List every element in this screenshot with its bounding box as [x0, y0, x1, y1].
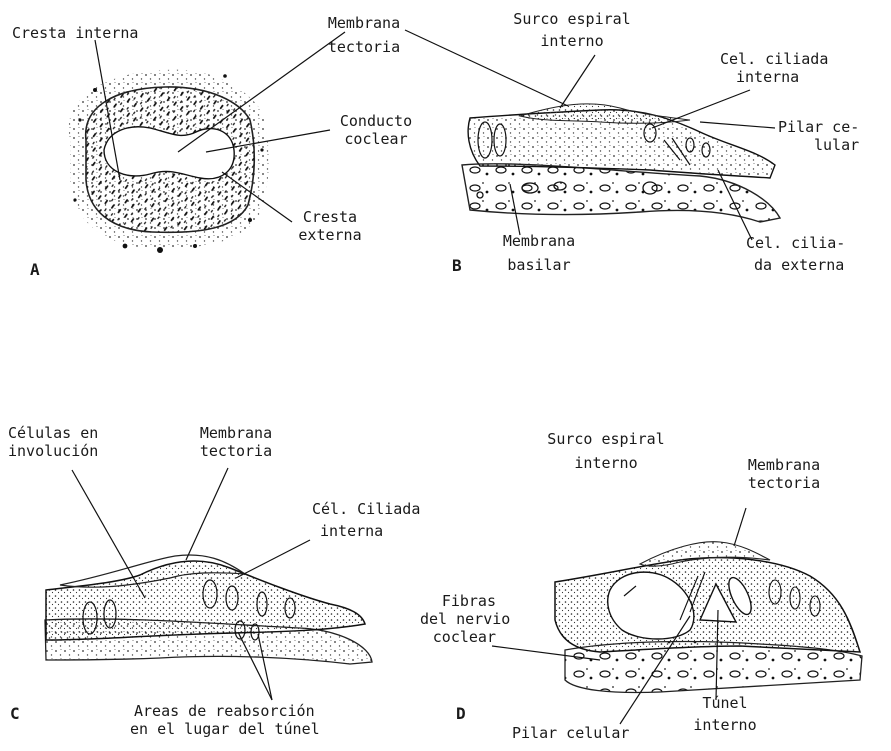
- label-pilar-celular-b: Pilar ce- lular: [778, 118, 859, 154]
- label-membrana-tectoria-c-line2: tectoria: [186, 442, 286, 460]
- cochlear-duct-lumen: [104, 127, 234, 179]
- label-membrana-tectoria-d-line2: tectoria: [734, 474, 834, 492]
- label-conducto-coclear: Conducto coclear: [328, 112, 424, 148]
- label-cel-ciliada-interna-b: Cel. ciliada interna: [720, 50, 828, 86]
- label-cel-ciliada-externa: Cel. cilia- da externa: [746, 234, 845, 274]
- label-surco-espiral-interno-b-line1: Surco espiral: [502, 10, 642, 28]
- panel-letter-b: B: [452, 256, 462, 275]
- label-membrana-tectoria-c-line1: Membrana: [186, 424, 286, 442]
- label-membrana-tectoria-a-line2: tectoria: [314, 38, 414, 56]
- label-membrana-basilar: Membrana basilar: [484, 232, 594, 274]
- label-surco-espiral-interno-d-line1: Surco espiral: [536, 430, 676, 448]
- label-surco-espiral-interno-d-line2: interno: [536, 454, 676, 472]
- label-cel-ciliada-externa-line2: da externa: [746, 256, 845, 274]
- panel-letter-c: C: [10, 704, 20, 723]
- label-membrana-tectoria-d: Membrana tectoria: [734, 456, 834, 492]
- label-cel-ciliada-interna-c: Cél. Ciliada interna: [312, 500, 420, 540]
- label-areas-de-reabsorcion-line2: en el lugar del túnel: [130, 720, 320, 738]
- label-surco-espiral-interno-b: Surco espiral interno: [502, 10, 642, 50]
- label-tunel-interno-line2: interno: [680, 716, 770, 734]
- label-membrana-basilar-line1: Membrana: [484, 232, 594, 250]
- panel-d-drawing: [492, 508, 862, 724]
- label-cel-ciliada-externa-line1: Cel. cilia-: [746, 234, 845, 252]
- label-conducto-coclear-line2: coclear: [328, 130, 424, 148]
- label-membrana-tectoria-a-line1: Membrana: [314, 14, 414, 32]
- panel-letter-d: D: [456, 704, 466, 723]
- label-pilar-celular-b-line1: Pilar ce-: [778, 118, 859, 136]
- label-fibras-nervio-coclear-line2: del nervio: [420, 610, 496, 628]
- label-celulas-en-involucion-line2: involución: [8, 442, 98, 460]
- label-cel-ciliada-interna-c-line2: interna: [312, 522, 420, 540]
- label-areas-de-reabsorcion-line1: Areas de reabsorción: [130, 702, 320, 720]
- label-fibras-nervio-coclear-line1: Fibras: [420, 592, 496, 610]
- label-cresta-externa: Cresta externa: [280, 208, 380, 244]
- label-membrana-tectoria-a: Membrana tectoria: [314, 14, 414, 56]
- label-surco-espiral-interno-d: Surco espiral interno: [536, 430, 676, 472]
- label-cel-ciliada-interna-b-line2: interna: [720, 68, 828, 86]
- label-areas-de-reabsorcion: Areas de reabsorción en el lugar del tún…: [130, 702, 320, 738]
- label-cel-ciliada-interna-b-line1: Cel. ciliada: [720, 50, 828, 68]
- panel-letter-a: A: [30, 260, 40, 279]
- label-membrana-basilar-line2: basilar: [484, 256, 594, 274]
- label-cresta-interna: Cresta interna: [12, 24, 138, 42]
- label-fibras-nervio-coclear-line3: coclear: [420, 628, 496, 646]
- label-celulas-en-involucion: Células en involución: [8, 424, 98, 460]
- label-conducto-coclear-line1: Conducto: [328, 112, 424, 130]
- label-cel-ciliada-interna-c-line1: Cél. Ciliada: [312, 500, 420, 518]
- label-surco-espiral-interno-b-line2: interno: [502, 32, 642, 50]
- label-cresta-externa-line1: Cresta: [280, 208, 380, 226]
- label-tunel-interno: Túnel interno: [680, 694, 770, 734]
- label-membrana-tectoria-c: Membrana tectoria: [186, 424, 286, 460]
- label-fibras-nervio-coclear: Fibras del nervio coclear: [420, 592, 496, 646]
- label-cresta-externa-line2: externa: [280, 226, 380, 244]
- label-pilar-celular-b-line2: lular: [778, 136, 859, 154]
- label-pilar-celular-d: Pilar celular: [512, 724, 629, 742]
- label-tunel-interno-line1: Túnel: [680, 694, 770, 712]
- label-celulas-en-involucion-line1: Células en: [8, 424, 98, 442]
- label-membrana-tectoria-d-line1: Membrana: [734, 456, 834, 474]
